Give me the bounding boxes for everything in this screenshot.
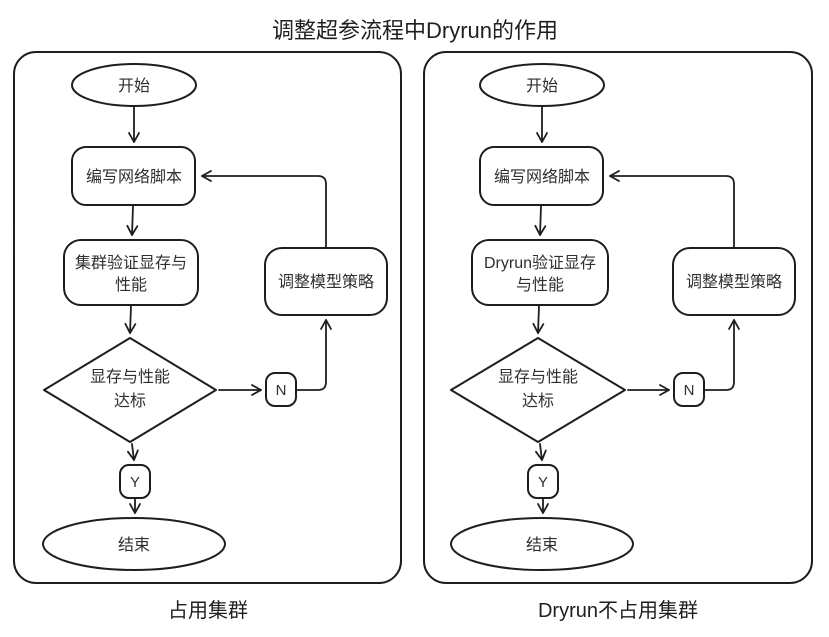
left-decision-label-line1: 显存与性能: [90, 368, 170, 386]
left-no-label: N: [276, 382, 287, 399]
left-no-box: [265, 372, 297, 407]
right-edge-adjust-to-write: [609, 170, 735, 249]
left-yes-label: Y: [130, 474, 140, 491]
right-edge-decision-to-yes: [535, 443, 547, 461]
left-verify-box: [63, 239, 199, 306]
left-edge-adjust-to-write: [201, 170, 327, 249]
right-start-label: 开始: [526, 77, 558, 95]
right-flowchart: 开始 编写网络脚本 Dryrun验证显存 与性能 显存与性能 达标 N 调整模型…: [423, 51, 813, 622]
left-verify-label-line2: 性能: [115, 276, 147, 294]
left-decision-diamond: [43, 337, 217, 443]
right-verify-label-line2: 与性能: [516, 276, 564, 294]
right-edge-write-to-verify: [534, 205, 547, 236]
left-yes-box: [119, 464, 151, 499]
right-write-script-label: 编写网络脚本: [494, 167, 590, 186]
diagram-title: 调整超参流程中Dryrun的作用: [272, 18, 558, 43]
left-edge-decision-to-yes: [127, 443, 139, 461]
right-verify-label-line1: Dryrun验证显存: [484, 254, 596, 272]
left-verify-label-line1: 集群验证显存与: [75, 254, 187, 272]
right-edge-verify-to-decision: [532, 305, 545, 334]
left-write-script-box: [71, 146, 196, 206]
left-start-ellipse: [71, 63, 197, 107]
left-edge-write-to-verify: [126, 205, 139, 236]
right-yes-box: [527, 464, 559, 499]
left-panel-border: [13, 51, 402, 584]
right-verify-box: [471, 239, 609, 306]
right-adjust-label: 调整模型策略: [686, 273, 782, 291]
right-panel-border: [423, 51, 813, 584]
right-no-box: [673, 372, 705, 407]
right-start-ellipse: [479, 63, 605, 107]
left-end-label: 结束: [118, 536, 150, 554]
right-end-ellipse: [450, 517, 634, 571]
left-decision-label-line2: 达标: [114, 392, 146, 410]
left-flowchart-caption: 占用集群: [168, 599, 248, 622]
right-decision-label-line1: 显存与性能: [498, 368, 578, 386]
right-yes-label: Y: [538, 474, 548, 491]
right-write-script-box: [479, 146, 604, 206]
left-adjust-label: 调整模型策略: [278, 273, 374, 291]
right-end-label: 结束: [526, 536, 558, 554]
left-write-script-label: 编写网络脚本: [86, 167, 182, 186]
left-start-label: 开始: [118, 77, 150, 95]
right-no-label: N: [684, 382, 695, 399]
left-edge-no-to-adjust: [296, 319, 332, 391]
right-flowchart-caption: Dryrun不占用集群: [538, 599, 698, 622]
left-end-ellipse: [42, 517, 226, 571]
left-edge-verify-to-decision: [124, 305, 137, 334]
right-decision-label-line2: 达标: [522, 392, 554, 410]
right-decision-diamond: [450, 337, 626, 443]
left-flowchart: 开始 编写网络脚本 集群验证显存与 性能 显存与性能 达标 N 调整模型策略: [13, 51, 402, 622]
right-edge-no-to-adjust: [704, 319, 740, 391]
